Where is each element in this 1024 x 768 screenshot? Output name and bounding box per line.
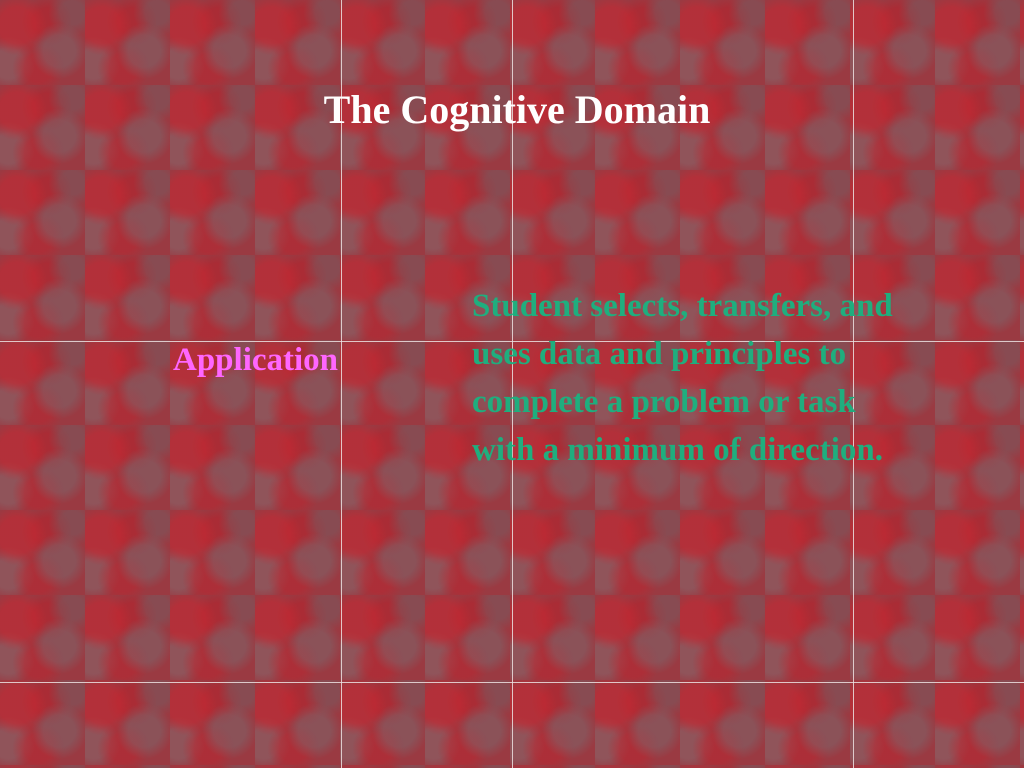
term-definition: Student selects, transfers, and uses dat… [472, 288, 893, 468]
slide-title: The Cognitive Domain [323, 87, 711, 132]
background-tile-line [853, 0, 854, 768]
background-tile-line [0, 341, 1024, 342]
background-tile-line [341, 0, 342, 768]
background-tile-line [0, 682, 1024, 683]
term-label: Application [173, 342, 339, 378]
background-tile-line [512, 0, 513, 768]
